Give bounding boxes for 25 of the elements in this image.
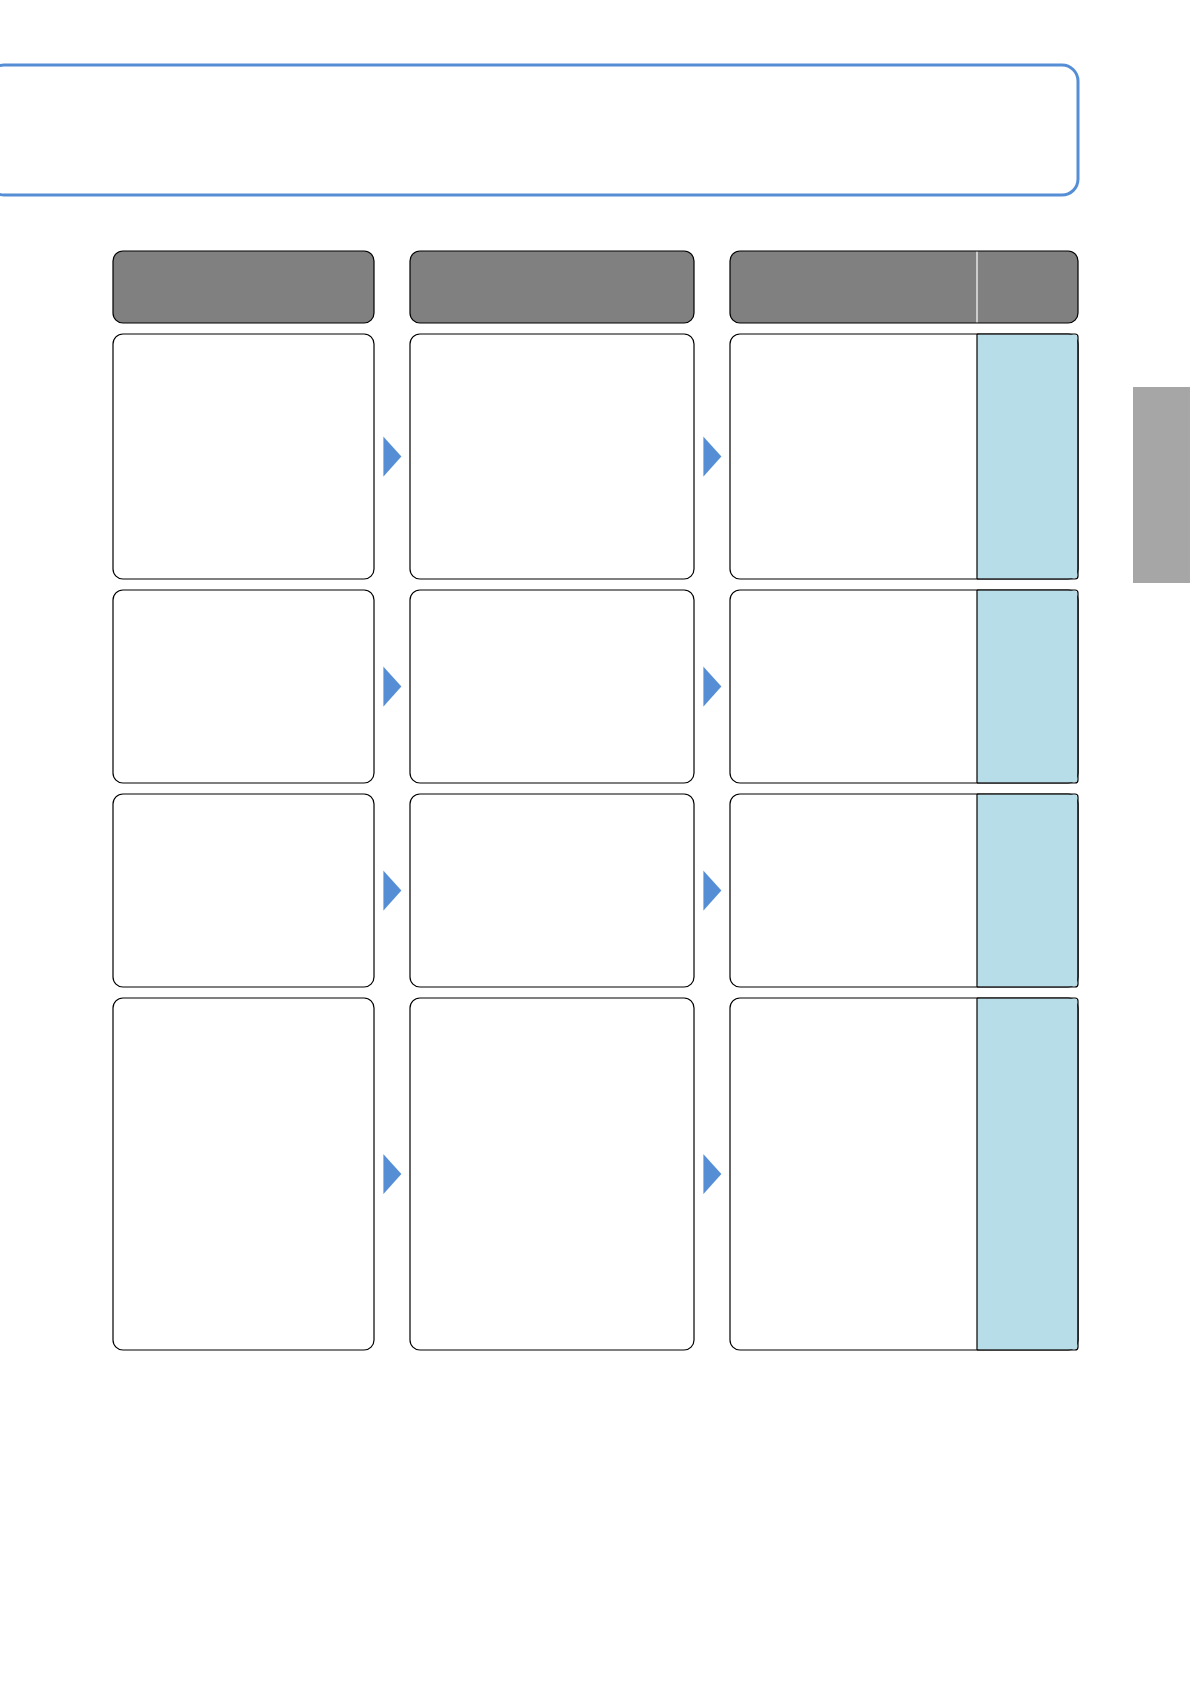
arrow	[703, 870, 722, 911]
arrow	[383, 870, 402, 911]
column-header	[729, 250, 1079, 324]
arrow	[383, 436, 402, 477]
content-box	[409, 333, 695, 580]
content-box	[729, 997, 1079, 1351]
side-tab	[1133, 387, 1190, 583]
content-box	[409, 997, 695, 1351]
content-box	[409, 793, 695, 988]
column-header	[112, 250, 375, 324]
content-box	[729, 589, 1079, 784]
arrow	[703, 436, 722, 477]
arrow	[383, 1154, 402, 1194]
column-header	[409, 250, 695, 324]
arrow	[703, 1154, 722, 1194]
content-box	[112, 793, 375, 988]
arrow	[383, 666, 402, 707]
arrow	[703, 666, 722, 707]
content-box	[112, 589, 375, 784]
content-box	[112, 333, 375, 580]
content-box	[729, 793, 1079, 988]
content-box	[729, 333, 1079, 580]
content-box	[112, 997, 375, 1351]
title-banner	[0, 63, 1080, 197]
content-box	[409, 589, 695, 784]
